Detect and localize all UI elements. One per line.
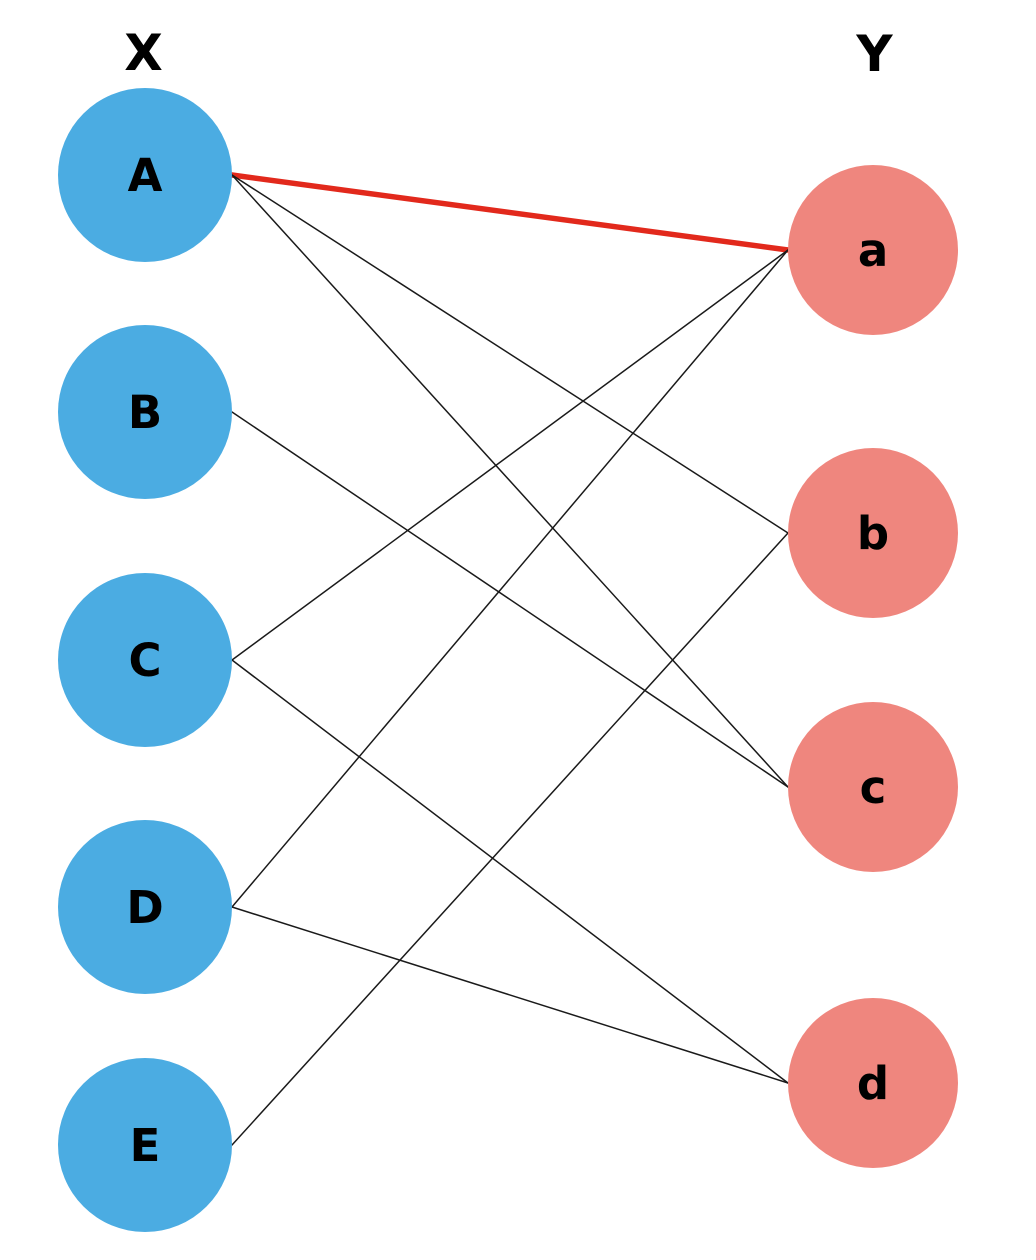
- node-B[interactable]: B: [58, 325, 232, 499]
- edge-E-b[interactable]: [231, 532, 789, 1146]
- node-circle-E[interactable]: [58, 1058, 232, 1232]
- node-b[interactable]: b: [788, 448, 958, 618]
- node-E[interactable]: E: [58, 1058, 232, 1232]
- node-d[interactable]: d: [788, 998, 958, 1168]
- right-set-label: Y: [856, 25, 892, 83]
- edge-A-a-highlighted[interactable]: [229, 172, 791, 253]
- edge-D-d[interactable]: [231, 906, 789, 1084]
- node-circle-D[interactable]: [58, 820, 232, 994]
- node-c[interactable]: c: [788, 702, 958, 872]
- edge-D-a[interactable]: [231, 249, 789, 908]
- node-a[interactable]: a: [788, 165, 958, 335]
- node-circle-A[interactable]: [58, 88, 232, 262]
- edge-C-d[interactable]: [231, 659, 789, 1084]
- edge-C-a[interactable]: [231, 249, 789, 661]
- node-circle-C[interactable]: [58, 573, 232, 747]
- node-circle-b[interactable]: [788, 448, 958, 618]
- node-circle-d[interactable]: [788, 998, 958, 1168]
- node-circle-B[interactable]: [58, 325, 232, 499]
- edge-A-c[interactable]: [231, 174, 789, 788]
- node-C[interactable]: C: [58, 573, 232, 747]
- node-D[interactable]: D: [58, 820, 232, 994]
- edge-B-c[interactable]: [231, 411, 789, 788]
- edge-A-b[interactable]: [231, 174, 789, 534]
- node-A[interactable]: A: [58, 88, 232, 262]
- node-circle-c[interactable]: [788, 702, 958, 872]
- left-set-label: X: [124, 24, 163, 82]
- node-circle-a[interactable]: [788, 165, 958, 335]
